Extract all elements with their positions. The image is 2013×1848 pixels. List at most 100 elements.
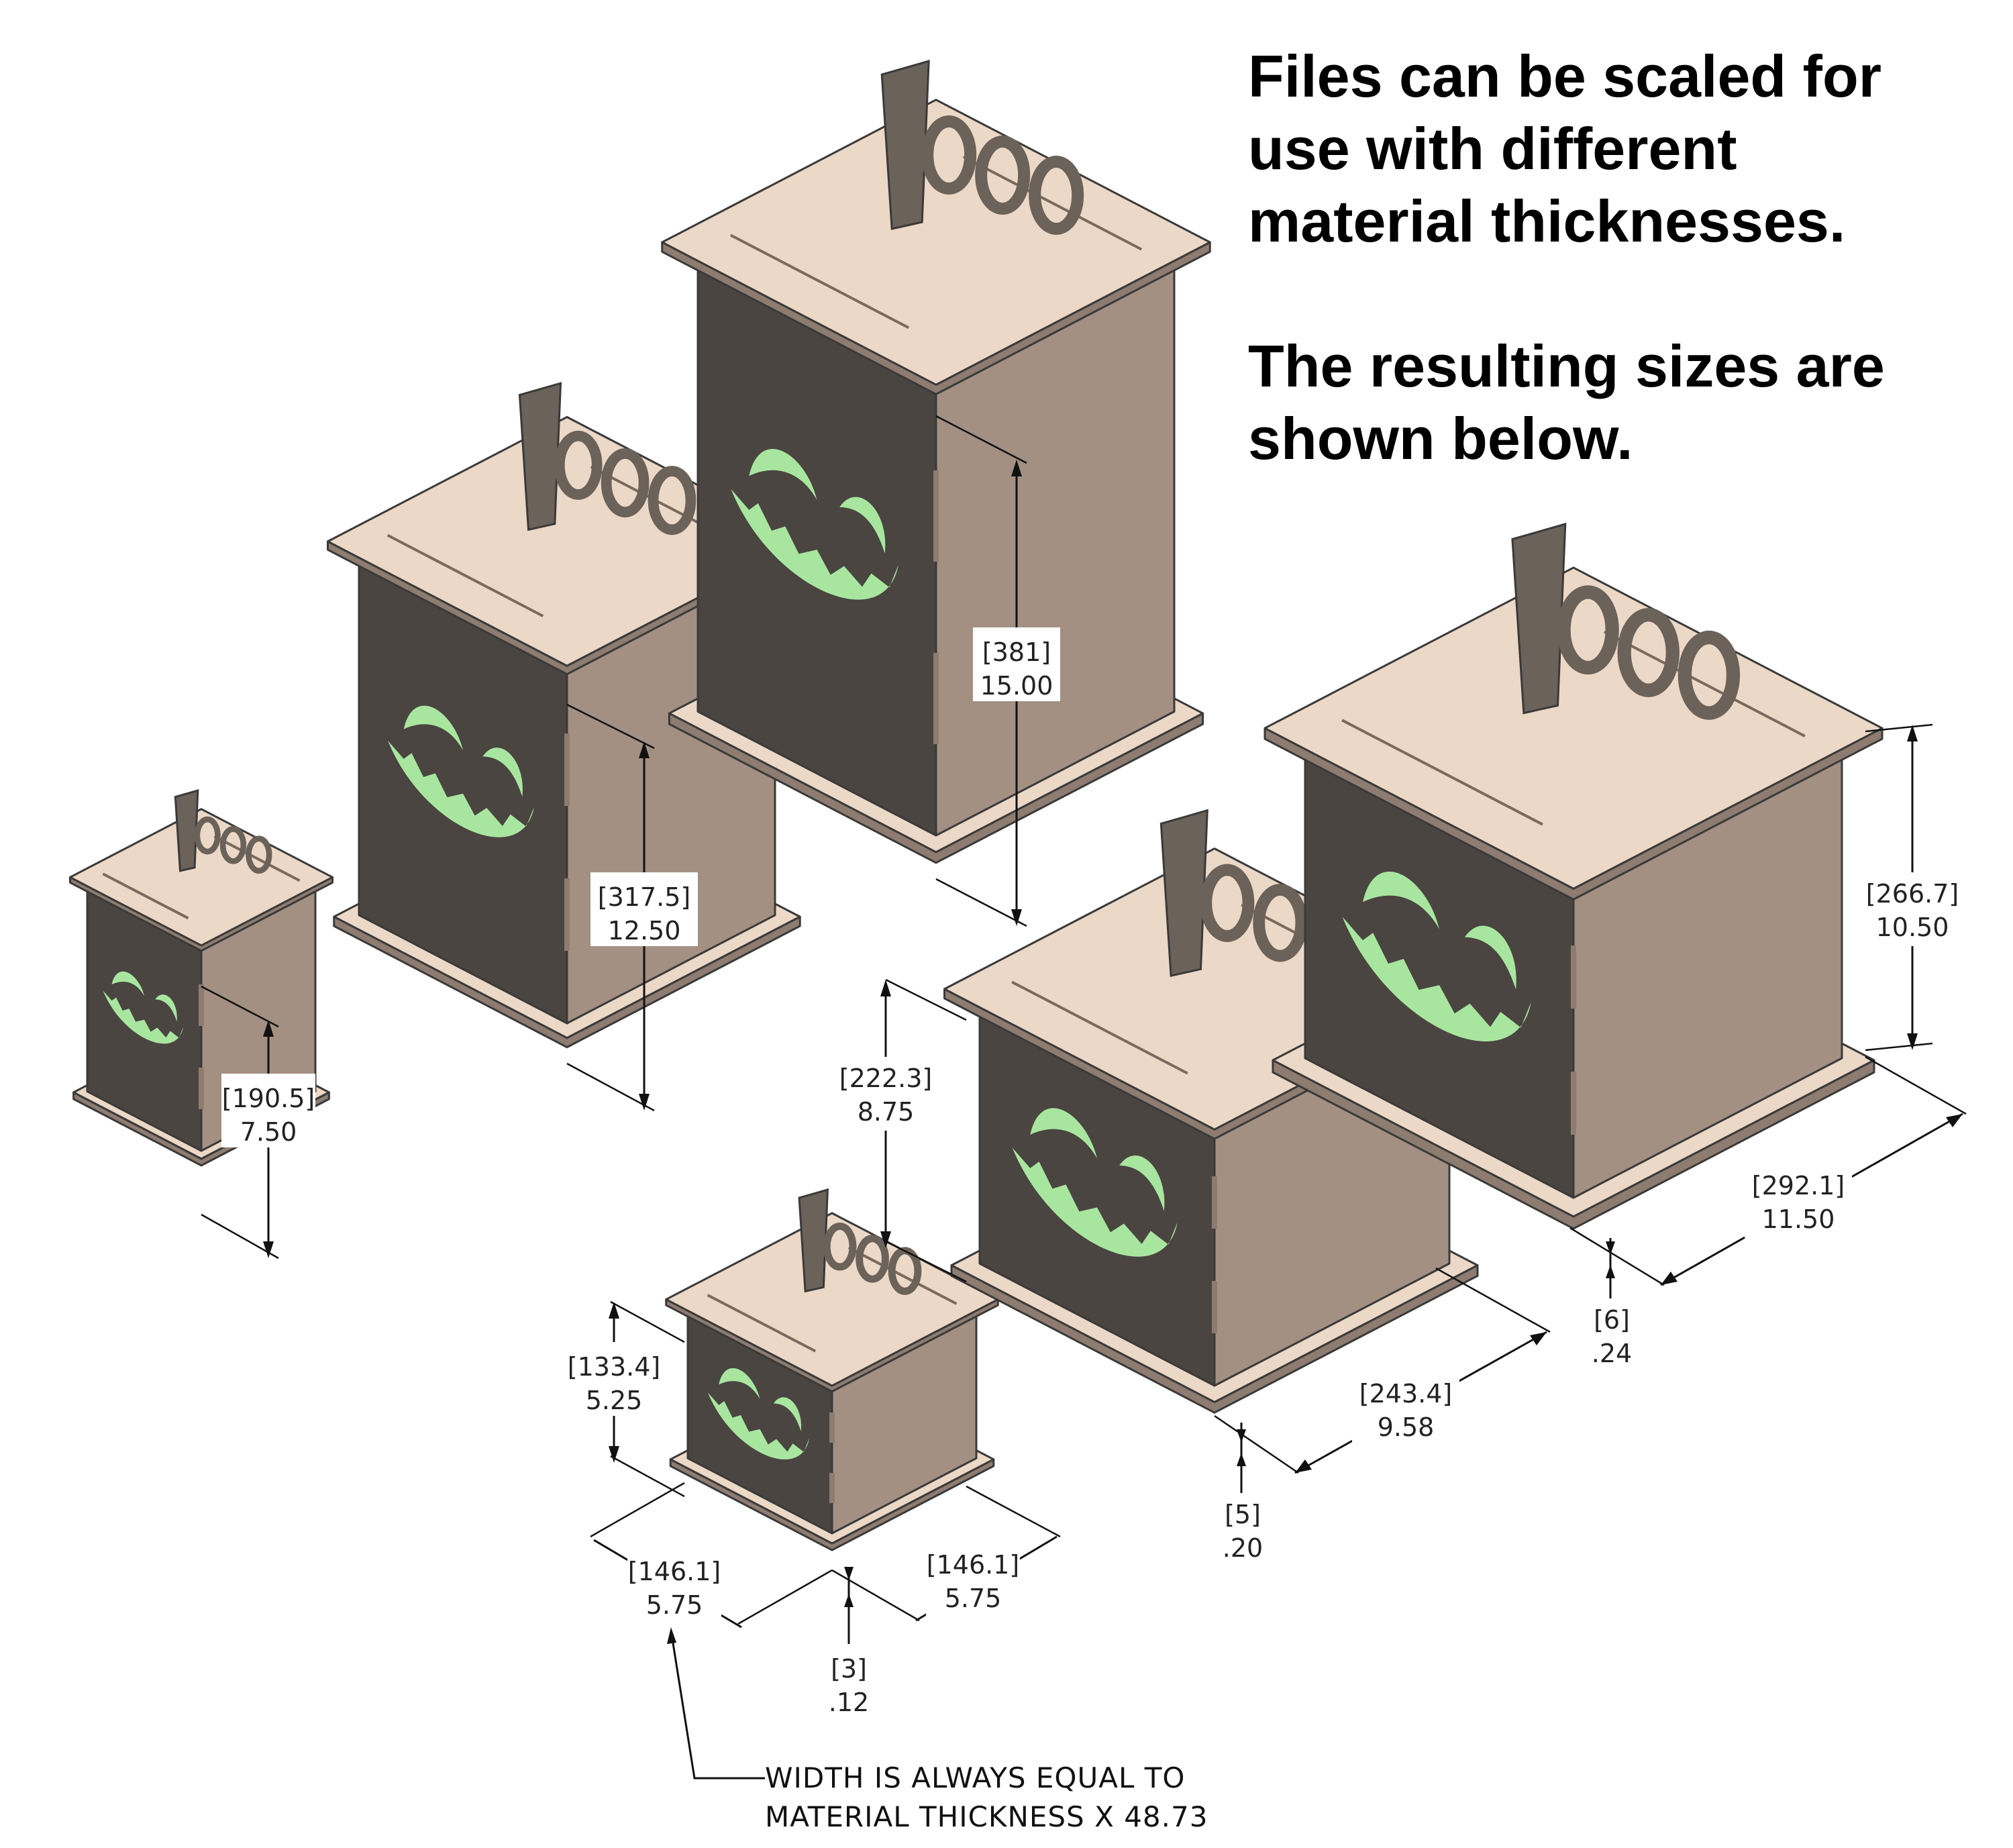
dim-label-mm: [381] [982,637,1051,667]
handle-post-icon [174,789,199,872]
dim-medium-width: [243.4] 9.58 [1214,1267,1551,1474]
heading-line-2: use with different [1248,115,1737,182]
finger-joint [199,984,204,1026]
lantern-wide-large [1263,522,1883,1230]
dim-label-mm: [133.4] [568,1352,660,1382]
dim-label-in: 5.75 [945,1584,1002,1613]
dim-label-in: .12 [829,1688,869,1717]
finger-joint [829,1413,835,1443]
handle-curl-icon [648,466,696,535]
dim-medium-height: [222.3] 8.75 [832,978,967,1283]
lid-slot [962,155,1143,251]
handle-curl-icon [601,448,650,518]
dim-label-mm: [3] [831,1654,867,1684]
pumpkin-face-icon [731,449,898,600]
handle-post-icon [880,60,930,230]
dim-label-in: 10.50 [1876,913,1949,942]
heading-line-5: shown below. [1248,405,1633,472]
dim-large-height: [266.7] 10.50 [1859,723,1966,1051]
pumpkin-face-icon [103,971,184,1044]
handle-curl-icon [1557,585,1619,675]
dim-small-height: [133.4] 5.25 [567,1300,685,1498]
dim-label-mm: [5] [1225,1500,1261,1529]
finger-joint [1571,945,1576,1009]
lid [1263,566,1883,890]
dim-label-mm: [190.5] [222,1084,315,1113]
finger-joint [1212,1281,1217,1333]
dim-small-width-right: [146.1] 5.75 [831,1485,1061,1622]
dim-tall-medium-height: [317.5] 12.50 [566,703,698,1112]
handle-post-icon [518,382,562,531]
handle-curl-icon [975,136,1031,215]
dim-label-in: 9.58 [1378,1413,1435,1442]
dim-label-mm: [146.1] [628,1557,721,1586]
handle-post-icon [1159,809,1208,978]
finger-joint [933,653,939,744]
dim-small-width-left: [146.1] 5.75 [590,1482,833,1629]
heading: Files can be scaled for use with differe… [1248,40,1885,475]
handle-curl-icon [1617,608,1680,697]
lid-slot [1011,980,1188,1075]
width-note-leader: WIDTH IS ALWAYS EQUAL TO MATERIAL THICKN… [667,1627,1208,1833]
finger-joint [564,878,570,951]
lid-slot [102,872,189,920]
dim-label-mm: [146.1] [927,1550,1019,1580]
lid-slot [1604,630,1806,737]
dim-label-in: 15.00 [980,671,1053,701]
pumpkin-face-icon [388,705,535,837]
dim-tall-small-height: [190.5] 7.50 [201,985,315,1260]
lid-slot [213,835,301,882]
lid-slot [729,234,910,329]
finger-joint [1571,1072,1576,1135]
finger-joint [564,733,570,806]
pumpkin-face-icon [707,1368,810,1459]
dimensions: [190.5] 7.50 [317.5] 12.50 [38 [201,415,1967,1833]
heading-line-1: Files can be scaled for [1248,43,1881,109]
heading-line-3: material thicknesses. [1248,188,1846,254]
handle-post-icon [1511,522,1567,715]
dim-label-in: .24 [1592,1339,1632,1368]
lid-slot [1341,719,1543,826]
dim-large-width: [292.1] 11.50 [1569,1056,1967,1286]
finger-joint [1212,1176,1217,1229]
lantern-wide-small [665,1188,999,1551]
lantern-wide-medium [943,809,1486,1414]
dim-large-thickness: [6] .24 [1592,1238,1632,1368]
dim-label-in: 12.50 [608,916,681,945]
pumpkin-face-icon [1012,1108,1178,1257]
dim-label-in: 8.75 [858,1097,915,1127]
dim-label-in: 5.25 [586,1386,643,1415]
handle-curl-icon [246,835,272,874]
dim-label-mm: [266.7] [1866,879,1959,909]
dim-label-mm: [292.1] [1752,1171,1845,1200]
note-line-2: MATERIAL THICKNESS X 48.73 [765,1800,1208,1833]
dim-medium-thickness: [5] .20 [1223,1423,1263,1563]
lid-slot [847,1246,958,1305]
handle-curl-icon [856,1235,889,1283]
handle-curl-icon [1029,156,1084,236]
dim-label-in: 7.50 [240,1117,297,1147]
lid-slot [707,1294,817,1353]
handle-curl-icon [194,816,221,855]
handle-curl-icon [554,430,603,500]
heading-line-4: The resulting sizes are [1248,333,1885,399]
dim-label-in: 11.50 [1762,1204,1835,1234]
handle-curl-icon [1200,864,1255,942]
handle-curl-icon [219,826,247,864]
pumpkin-face-icon [1342,871,1531,1041]
finger-joint [933,470,939,562]
handle-curl-icon [1678,630,1741,720]
dim-label-mm: [243.4] [1359,1379,1452,1408]
note-line-1: WIDTH IS ALWAYS EQUAL TO [765,1761,1185,1794]
handle-curl-icon [1253,884,1308,962]
handle-curl-icon [823,1222,857,1271]
dim-label-in: 5.75 [646,1590,703,1620]
dim-label-mm: [6] [1594,1305,1630,1335]
finger-joint [199,1068,204,1109]
lantern-tall-large [661,60,1211,864]
handle-curl-icon [921,115,977,195]
finger-joint [829,1473,835,1503]
dim-label-mm: [222.3] [839,1064,932,1093]
